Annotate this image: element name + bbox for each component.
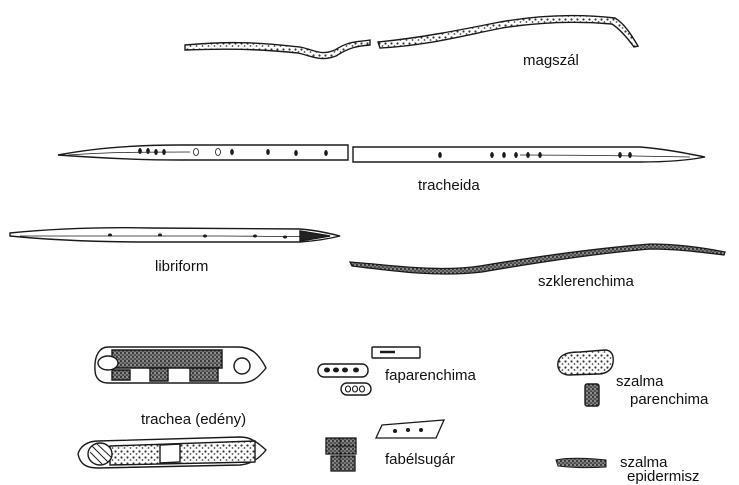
trachea-element-1: [95, 347, 266, 383]
label-libriform: libriform: [155, 258, 208, 275]
label-szalma-parenchima-1: szalma: [616, 373, 664, 390]
tracheida-fiber: [58, 145, 705, 162]
szalma-epidermisz-cells: [556, 458, 606, 467]
label-tracheida: tracheida: [418, 177, 480, 194]
libriform-fiber: [10, 228, 340, 242]
label-magszal: magszál: [523, 52, 579, 69]
szklerenchima-fiber: [350, 244, 725, 274]
label-szalma-parenchima-2: parenchima: [630, 391, 708, 408]
label-szalma-epidermisz-2: epidermisz: [627, 468, 700, 485]
szalma-parenchima-cells: [558, 350, 613, 406]
label-trachea: trachea (edény): [141, 411, 246, 428]
label-fabelsugar: fabélsugár: [385, 451, 455, 468]
label-szklerenchima: szklerenchima: [538, 273, 634, 290]
label-faparenchima: faparenchima: [385, 367, 476, 384]
trachea-element-2: [78, 437, 266, 468]
